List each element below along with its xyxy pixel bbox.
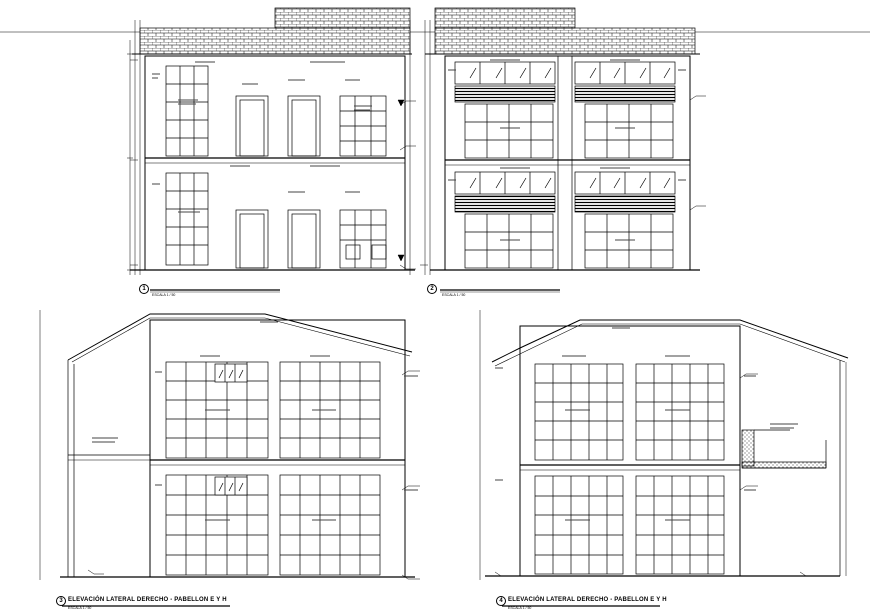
glass-panel-grid (165, 361, 381, 576)
view-number-2: 2 (427, 284, 437, 294)
glass-panel-grid (534, 363, 725, 575)
glass-panel-grid (165, 65, 209, 266)
window (339, 95, 387, 269)
planter-detail (741, 429, 827, 469)
view-number-1: 1 (139, 284, 149, 294)
level-marker (87, 370, 420, 580)
roof-line (491, 319, 849, 363)
louver-band (454, 85, 676, 213)
annotation-labels (92, 321, 418, 521)
view-scale-4: ESCALA 1 / 50 (508, 606, 532, 610)
view-number-4: 4 (496, 596, 506, 606)
roof-line (67, 313, 413, 361)
window (214, 363, 248, 496)
view-scale-3: ESCALA 1 / 50 (68, 606, 92, 610)
annotation-labels (495, 327, 798, 521)
level-marker (420, 95, 706, 266)
view-title-3: ELEVACIÓN LATERAL DERECHO - PABELLON E Y… (68, 597, 227, 603)
view-number-3: 3 (56, 596, 66, 606)
view-scale-1: ESCALA 1 / 50 (152, 293, 176, 297)
annotation-labels (152, 61, 372, 213)
view-title-4: ELEVACIÓN LATERAL DERECHO - PABELLON E Y… (508, 597, 667, 603)
elevation-view-4 (479, 310, 849, 580)
clerestory-window (454, 61, 676, 195)
view-scale-2: ESCALA 1 / 50 (442, 293, 466, 297)
level-marker (494, 373, 818, 577)
elevation-view-1 (127, 7, 416, 275)
level-marker (130, 59, 416, 270)
elevation-view-3 (39, 310, 420, 580)
annotation-labels (448, 59, 686, 241)
structural-column (557, 55, 573, 271)
elevation-view-2 (420, 7, 706, 275)
dimension-line (127, 40, 133, 275)
glass-panel-grid (464, 103, 674, 269)
door (235, 95, 321, 269)
